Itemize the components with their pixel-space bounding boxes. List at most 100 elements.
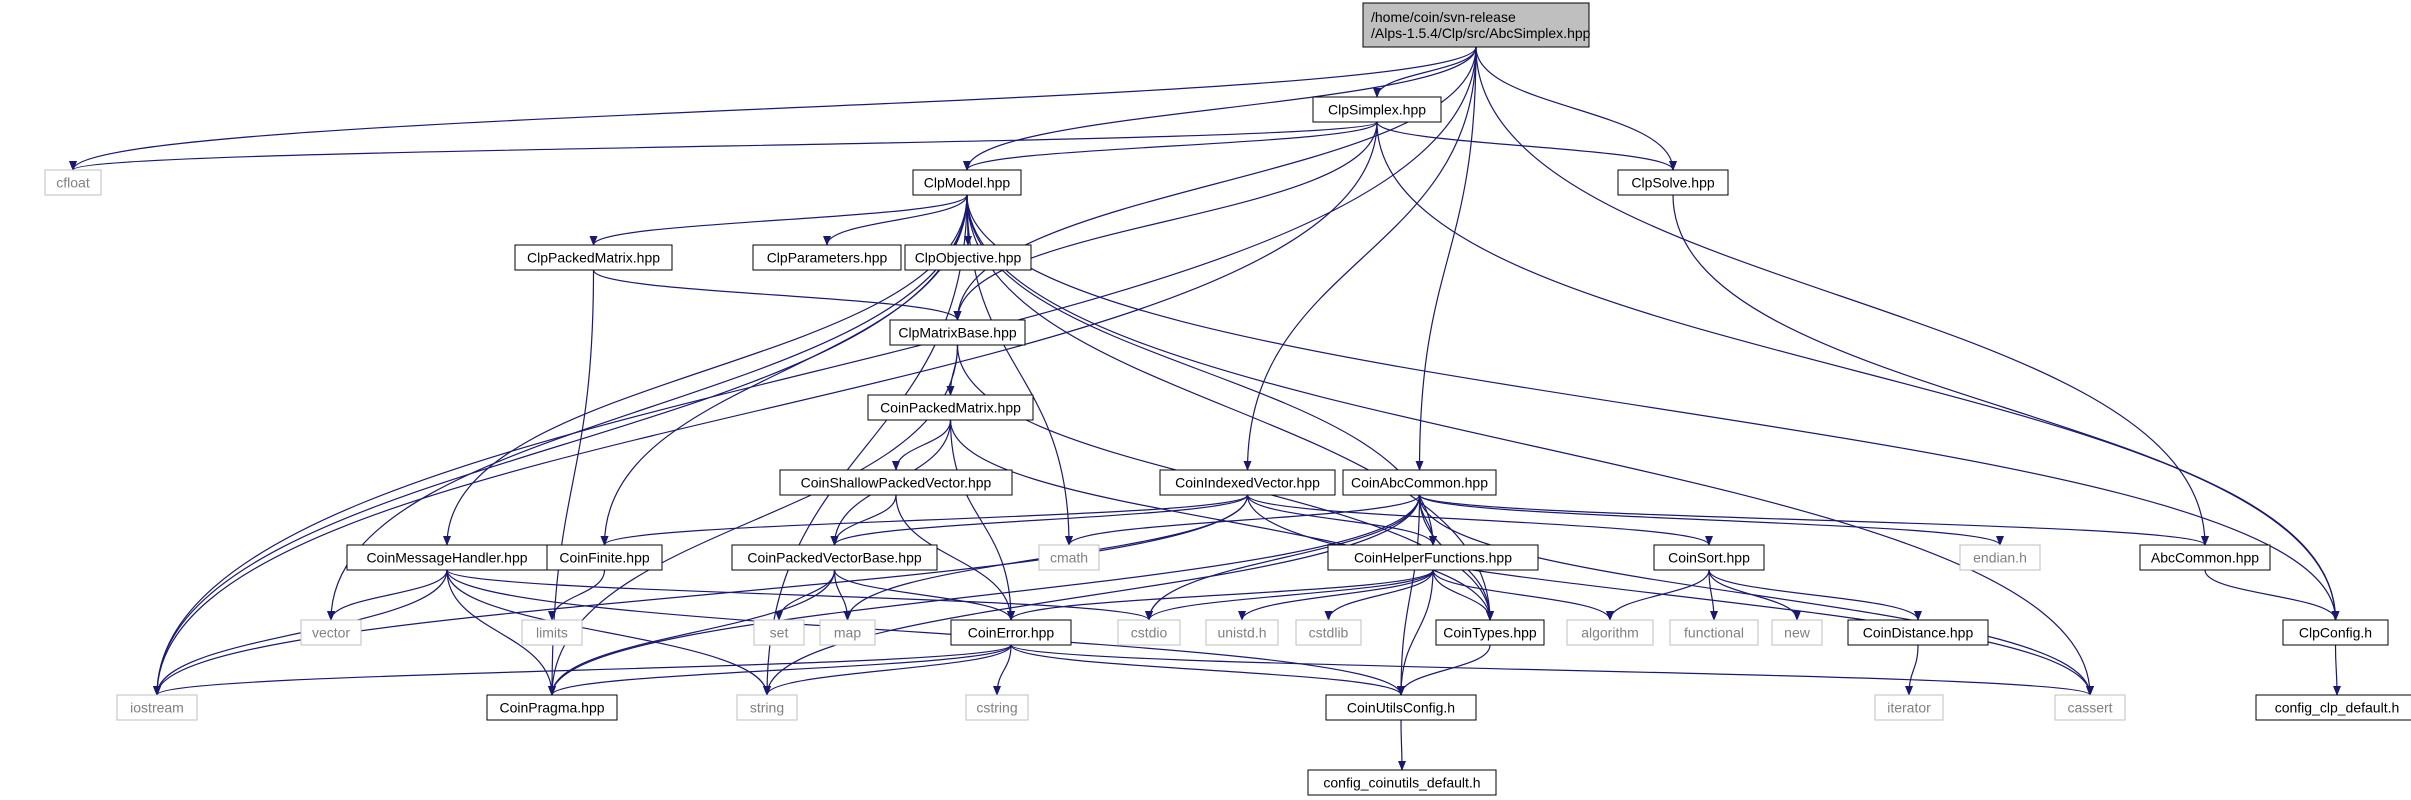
node-box (1566, 619, 1654, 646)
node-clpmatrixbase[interactable]: ClpMatrixBase.hpp (889, 319, 1026, 346)
edge-coinsort-to-new (1708, 569, 1801, 621)
edge-coinabccommon-to-string (763, 494, 1421, 696)
node-coinpragma[interactable]: CoinPragma.hpp (486, 694, 618, 721)
node-box (752, 244, 902, 271)
node-box (1312, 96, 1442, 123)
node-coinindexedvector[interactable]: CoinIndexedVector.hpp (1159, 469, 1336, 496)
edge-root-to-coinabccommon (1415, 46, 1477, 471)
edge-coinmessagehandler-to-coinutilsconfig (446, 569, 1405, 696)
edge-clpmodel-to-cointypes (966, 194, 1494, 621)
node-box (753, 619, 805, 646)
node-box (1307, 769, 1497, 796)
node-clpsolve[interactable]: ClpSolve.hpp (1617, 169, 1729, 196)
node-label: cfloat (56, 175, 90, 191)
edge-coinmessagehandler-to-vector (327, 569, 448, 621)
node-coinsort[interactable]: CoinSort.hpp (1653, 544, 1765, 571)
node-label: limits (536, 625, 568, 641)
node-box (1874, 694, 1944, 721)
edge-coinhelper-to-unistd (1238, 569, 1434, 621)
node-coindistance[interactable]: CoinDistance.hpp (1847, 619, 1989, 646)
node-clpparameters[interactable]: ClpParameters.hpp (752, 244, 902, 271)
node-label: set (770, 625, 789, 641)
node-clpsimplex[interactable]: ClpSimplex.hpp (1312, 96, 1442, 123)
edge-coinindexedvector-to-coinhelper (1246, 494, 1437, 546)
edge-coinabccommon-to-endian (1418, 494, 2004, 546)
node-box (1325, 694, 1477, 721)
node-coinutilsconfig[interactable]: CoinUtilsConfig.h (1325, 694, 1477, 721)
node-box (950, 619, 1072, 646)
edge-coinpackedmatrix-to-coinshallow (892, 419, 952, 471)
node-box (1159, 469, 1336, 496)
node-label: CoinPragma.hpp (499, 700, 604, 716)
node-label: CoinDistance.hpp (1863, 625, 1974, 641)
node-label: ClpParameters.hpp (767, 250, 888, 266)
edge-coindistance-to-iterator (1905, 644, 1919, 696)
node-box (819, 619, 876, 646)
node-clppackedmatrix[interactable]: ClpPackedMatrix.hpp (514, 244, 673, 271)
node-iostream: iostream (116, 694, 198, 721)
node-label: functional (1684, 625, 1744, 641)
node-label: CoinPackedVectorBase.hpp (747, 550, 922, 566)
node-cointypes[interactable]: CoinTypes.hpp (1435, 619, 1545, 646)
edge-clpmodel-to-vector (327, 194, 968, 621)
node-config-coinutils-default[interactable]: config_coinutils_default.h (1307, 769, 1497, 796)
edge-coinhelper-to-cstdio (1145, 569, 1434, 621)
edge-coinerror-to-cassert (1010, 644, 2094, 696)
node-algorithm: algorithm (1566, 619, 1654, 646)
node-box (731, 544, 938, 571)
node-box (1653, 544, 1765, 571)
node-coinabccommon[interactable]: CoinAbcCommon.hpp (1342, 469, 1497, 496)
node-clpmodel[interactable]: ClpModel.hpp (912, 169, 1022, 196)
node-label: CoinPackedMatrix.hpp (880, 400, 1021, 416)
node-box (2282, 619, 2389, 646)
node-box (486, 694, 618, 721)
edge-coinpackedvectorbase-to-coinerror (833, 569, 1015, 621)
node-label: ClpSolve.hpp (1631, 175, 1714, 191)
node-box (1295, 619, 1362, 646)
node-label: /home/coin/svn-release (1371, 9, 1516, 25)
node-label: CoinIndexedVector.hpp (1175, 475, 1320, 491)
node-abccommon[interactable]: AbcCommon.hpp (2139, 544, 2271, 571)
node-label: vector (312, 625, 350, 641)
node-box (965, 694, 1029, 721)
node-box (904, 244, 1032, 271)
node-coinmessagehandler[interactable]: CoinMessageHandler.hpp (346, 544, 548, 571)
node-coinhelper[interactable]: CoinHelperFunctions.hpp (1327, 544, 1539, 571)
edge-clpsolve-to-clpconfig (1672, 194, 2340, 621)
node-coinfinite[interactable]: CoinFinite.hpp (546, 544, 663, 571)
node-label: CoinSort.hpp (1668, 550, 1750, 566)
node-root[interactable]: /home/coin/svn-release/Alps-1.5.4/Clp/sr… (1362, 2, 1591, 48)
node-label: CoinUtilsConfig.h (1347, 700, 1455, 716)
node-label: ClpSimplex.hpp (1328, 102, 1426, 118)
edge-coinerror-to-coinpragma (548, 644, 1012, 696)
node-box (300, 619, 362, 646)
node-new: new (1771, 619, 1823, 646)
node-clpobjective[interactable]: ClpObjective.hpp (904, 244, 1032, 271)
node-coinpackedmatrix[interactable]: CoinPackedMatrix.hpp (867, 394, 1034, 421)
node-limits: limits (521, 619, 583, 646)
edge-cointypes-to-coinutilsconfig (1397, 644, 1491, 696)
edge-clpsimplex-to-clpmodel (963, 121, 1378, 171)
edge-coinmessagehandler-to-coinpragma (446, 569, 556, 696)
node-vector: vector (300, 619, 362, 646)
node-box (521, 619, 583, 646)
node-config-clp-default[interactable]: config_clp_default.h (2255, 694, 2411, 721)
edge-coinindexedvector-to-coinfinite (600, 494, 1249, 546)
edge-coinpackedvectorbase-to-map (833, 569, 852, 621)
node-coinshallow[interactable]: CoinShallowPackedVector.hpp (779, 469, 1013, 496)
node-label: AbcCommon.hpp (2151, 550, 2259, 566)
node-coinpackedvectorbase[interactable]: CoinPackedVectorBase.hpp (731, 544, 938, 571)
node-box (779, 469, 1013, 496)
node-cstring: cstring (965, 694, 1029, 721)
edge-root-to-coinindexedvector (1243, 46, 1477, 471)
node-clpconfig[interactable]: ClpConfig.h (2282, 619, 2389, 646)
node-label: config_coinutils_default.h (1323, 775, 1480, 791)
node-box (1617, 169, 1729, 196)
edge-coinsort-to-coindistance (1708, 569, 1922, 621)
node-cassert: cassert (2054, 694, 2126, 721)
edge-coinutilsconfig-to-config_coinutils_default (1397, 719, 1406, 771)
node-box (346, 544, 548, 571)
node-coinerror[interactable]: CoinError.hpp (950, 619, 1072, 646)
edge-clpmodel-to-clppackedmatrix (589, 194, 968, 246)
node-label: CoinTypes.hpp (1443, 625, 1537, 641)
